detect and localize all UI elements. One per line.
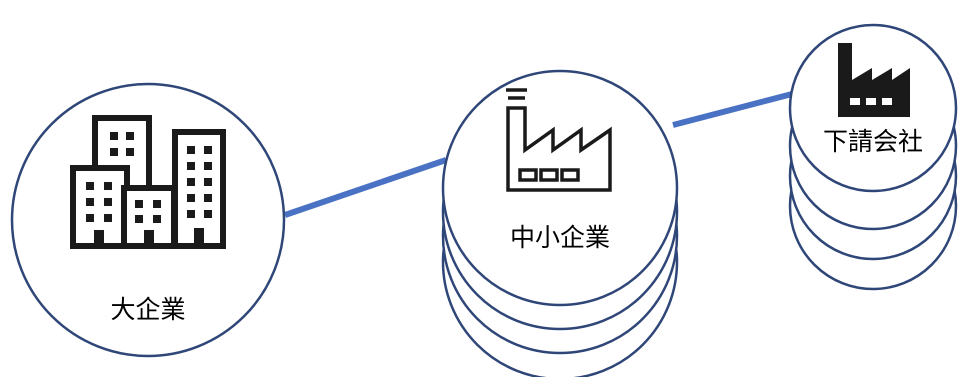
- subcontractor-label: 下請会社: [823, 127, 923, 156]
- node-subcontractor: 下請会社: [788, 23, 958, 291]
- connector-large-to-sme: [284, 157, 447, 218]
- node-large-enterprise: 大企業: [10, 82, 286, 358]
- office-buildings-icon: [70, 115, 226, 249]
- sme-label: 中小企業: [510, 223, 610, 252]
- large-enterprise-label: 大企業: [110, 295, 185, 324]
- sme-circle: [441, 69, 679, 307]
- node-sme: 中小企業: [441, 69, 679, 377]
- connector-sme-to-sub: [672, 91, 793, 128]
- factory-outline-icon: [506, 88, 612, 192]
- factory-filled-icon: [838, 43, 910, 117]
